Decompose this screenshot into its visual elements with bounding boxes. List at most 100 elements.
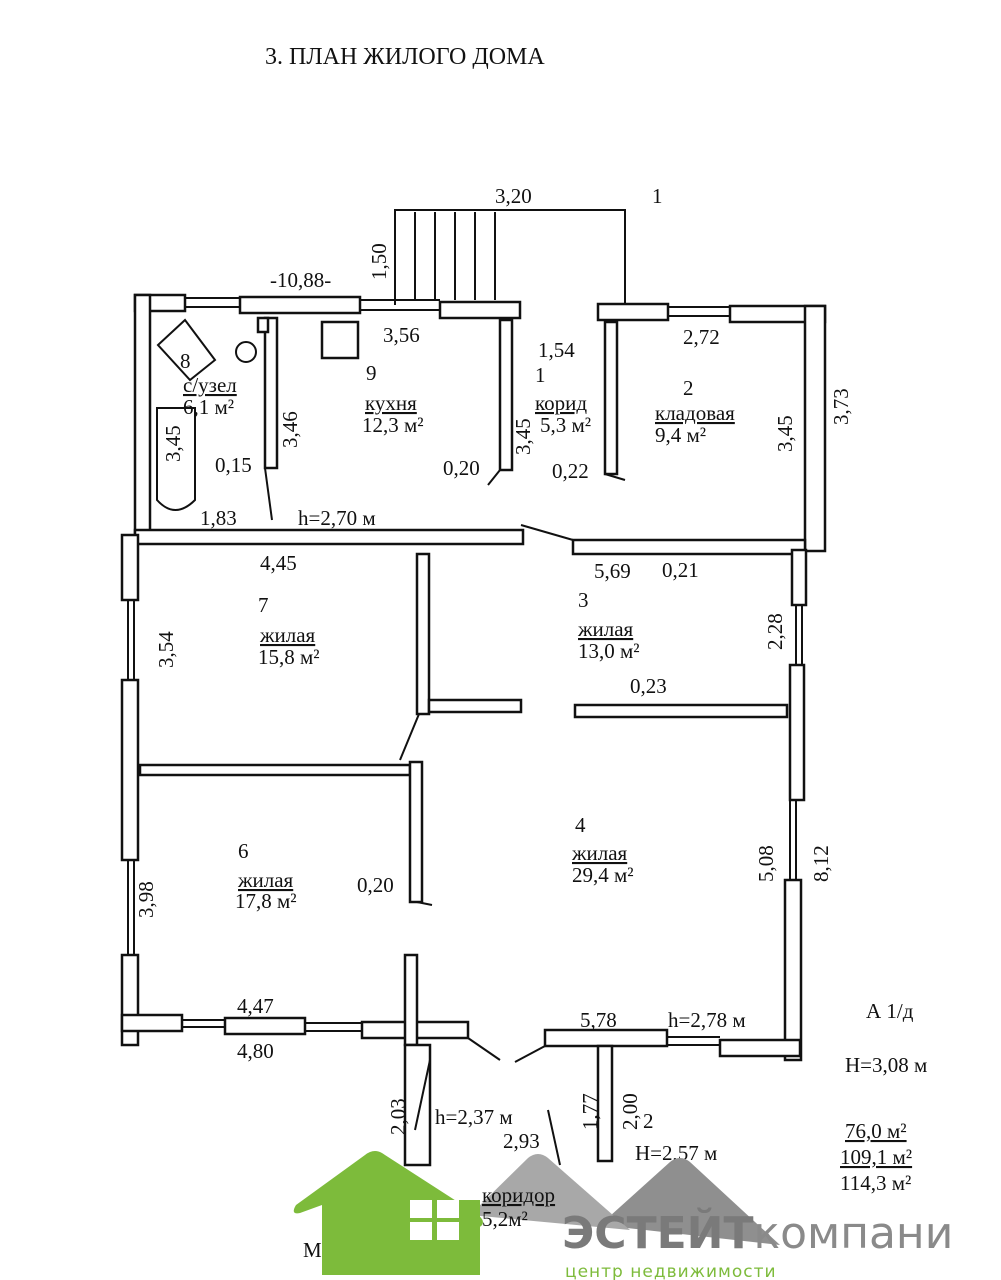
plan-label: кладовая: [655, 401, 735, 425]
logo-roof-gray-2: [600, 1158, 780, 1245]
plan-shape: [256, 316, 270, 334]
plan-label: 9,4 м²: [655, 423, 706, 447]
plan-label: 3,20: [495, 184, 532, 208]
plan-shape: [790, 548, 808, 607]
plan-label: 0,20: [357, 873, 394, 897]
plan-shape: [394, 209, 626, 305]
plan-shape: [182, 1019, 720, 1046]
plan-label: А 1/д: [866, 999, 914, 1023]
plan-label: 5,08: [754, 845, 778, 882]
plan-label: 1: [652, 184, 663, 208]
plan-label: 5,69: [594, 559, 631, 583]
plan-shape: [437, 1222, 459, 1240]
plan-label: 7: [258, 593, 269, 617]
plan-label: 0,23: [630, 674, 667, 698]
plan-label: 76,0 м²: [845, 1119, 907, 1143]
plan-label: 6,1 м²: [183, 395, 234, 419]
plan-label: h=2,70 м: [298, 506, 376, 530]
plan-label: 5,3 м²: [540, 413, 591, 437]
plan-shape: [185, 297, 730, 317]
plan-shape: [120, 533, 140, 602]
plan-shape: [133, 528, 525, 546]
plan-shape: [596, 1044, 614, 1163]
plan-shape: [408, 760, 424, 904]
plan-shape: [789, 605, 803, 880]
walls: [120, 293, 827, 1167]
room-9: 9 кухня 12,3 м²: [362, 361, 424, 437]
plan-label: жилая: [571, 841, 628, 865]
toilet-icon: [156, 318, 217, 382]
plan-shape: [415, 552, 431, 716]
plan-label: 3,54: [154, 631, 178, 668]
area-totals: 76,0 м² 109,1 м² 114,3 м²: [840, 1119, 912, 1195]
plan-shape: [238, 295, 362, 315]
sink-icon: [235, 341, 257, 363]
plan-label: -10,88-: [270, 268, 331, 292]
plan-label: 0,20: [443, 456, 480, 480]
logo: ЭСТЕЙТкомпани центр недвижимости: [293, 1151, 953, 1280]
plan-label: 114,3 м²: [840, 1171, 911, 1195]
fixtures: [156, 316, 360, 511]
plan-label: жилая: [259, 623, 316, 647]
room-8: 8 с/узел 6,1 м²: [180, 349, 237, 419]
plan-shape: [410, 1222, 432, 1240]
plan-shape: [120, 1013, 184, 1033]
plan-label: жилая: [577, 617, 634, 641]
plan-label: ЭСТЕЙТ: [562, 1206, 754, 1259]
plan-label: 5,78: [580, 1008, 617, 1032]
logo-window-icon: [410, 1200, 459, 1240]
plan-label: 1,77: [578, 1093, 602, 1130]
plan-label: 109,1 м²: [840, 1145, 912, 1169]
room-3: 3 жилая 13,0 м²: [577, 588, 640, 663]
plan-label: 3,73: [829, 388, 853, 425]
plan-shape: [603, 320, 619, 476]
plan-label: 4,45: [260, 551, 297, 575]
room-4: 4 жилая 29,4 м²: [571, 813, 634, 887]
plan-label: 1: [535, 363, 546, 387]
plan-shape: [263, 316, 279, 470]
plan-shape: [410, 1200, 432, 1218]
plan-shape: [427, 698, 523, 714]
plan-label: 4: [575, 813, 586, 837]
plan-label: 2: [643, 1109, 654, 1133]
plan-label: 3,45: [511, 418, 535, 455]
room-7: 7 жилая 15,8 м²: [258, 593, 320, 669]
plan-shape: [375, 1200, 400, 1220]
room-1: 1 корид 5,3 м²: [535, 363, 591, 437]
plan-label: 3,45: [161, 425, 185, 462]
plan-label: 0,21: [662, 558, 699, 582]
plan-label: 1,50: [367, 243, 391, 280]
plan-shape: [718, 1038, 802, 1058]
plan-label: 9: [366, 361, 377, 385]
plan-label: 1,83: [200, 506, 237, 530]
dimension-labels: 3,20 1 1,50 -10,88- 3,56 1,54 2,72 3,46 …: [134, 184, 927, 1165]
plan-label: 15,8 м²: [258, 645, 320, 669]
plan-label: 12,3 м²: [362, 413, 424, 437]
plan-label: 6: [238, 839, 249, 863]
room-6: 6 жилая 17,8 м²: [235, 839, 297, 913]
room-2: 2 кладовая 9,4 м²: [655, 376, 735, 447]
plan-label: жилая: [237, 868, 294, 892]
logo-roof-gray-1: [470, 1154, 630, 1230]
plan-label: H=3,08 м: [845, 1053, 927, 1077]
porch-stairs: [394, 209, 626, 305]
plan-shape: [573, 703, 789, 719]
plan-label: 3,98: [134, 881, 158, 918]
plan-shape: [498, 318, 514, 472]
plan-label: 3,46: [278, 411, 302, 448]
plan-shape: [133, 293, 152, 537]
plan-shape: [783, 878, 803, 1062]
plan-label: 2: [683, 376, 694, 400]
logo-tagline: центр недвижимости: [565, 1262, 777, 1280]
plan-shape: [437, 1200, 459, 1218]
plan-label: 17,8 м²: [235, 889, 297, 913]
plan-label: коридор: [482, 1183, 555, 1207]
plan-shape: [120, 678, 140, 862]
plan-shape: [223, 1016, 307, 1036]
plan-title: 3. ПЛАН ЖИЛОГО ДОМА: [265, 44, 545, 70]
plan-label: корид: [535, 391, 587, 415]
plan-label: 2,93: [503, 1129, 540, 1153]
plan-label: 4,47: [237, 994, 274, 1018]
plan-shape: [438, 300, 522, 320]
